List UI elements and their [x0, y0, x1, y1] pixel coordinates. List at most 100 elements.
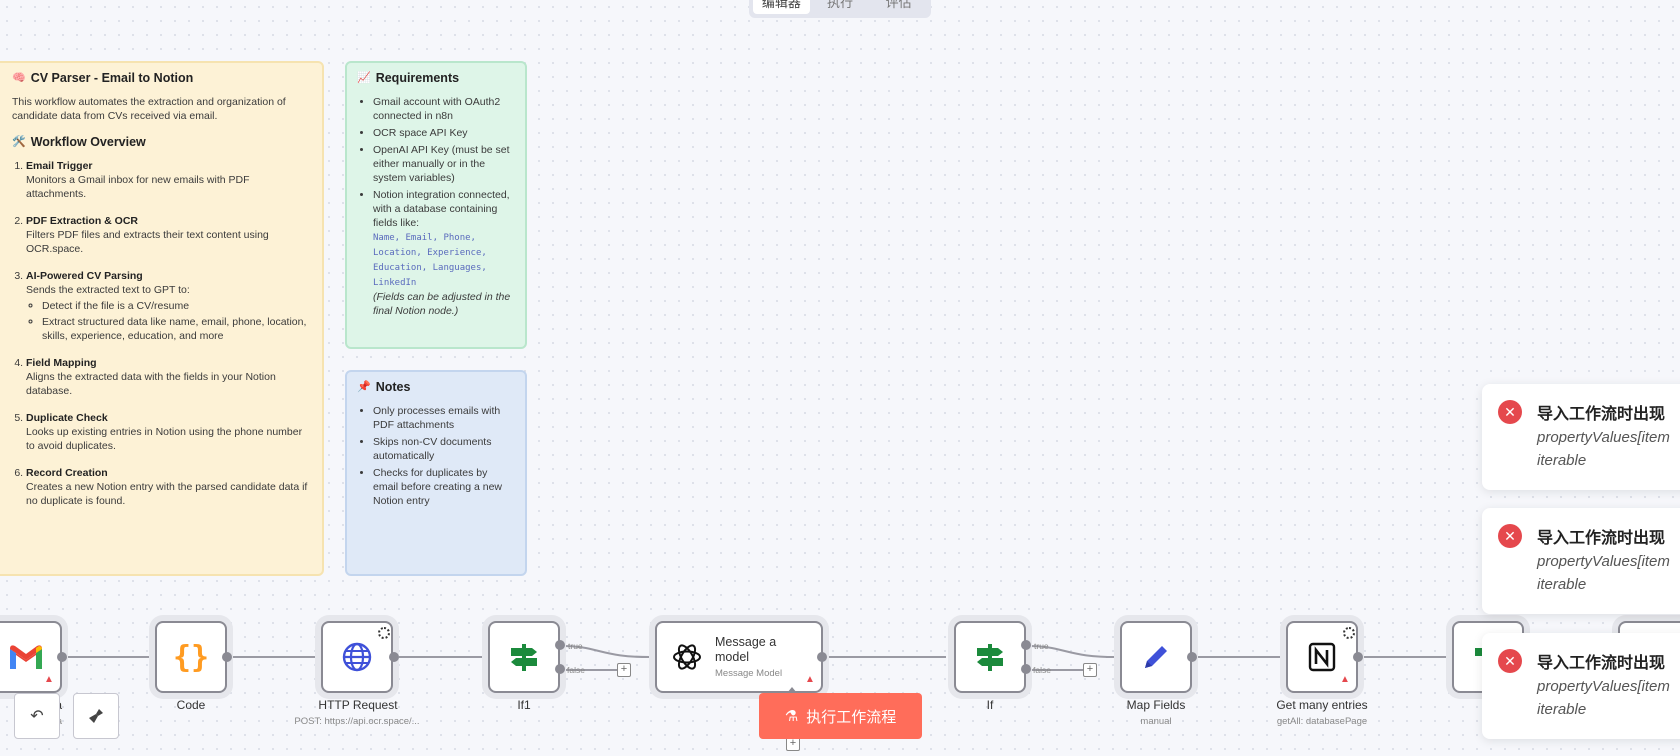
tidy-up-button[interactable] [73, 693, 119, 739]
connection[interactable] [394, 656, 488, 658]
output-port[interactable] [222, 652, 232, 662]
connection[interactable] [826, 656, 946, 658]
output-port[interactable] [389, 652, 399, 662]
output-port-false[interactable] [1021, 664, 1031, 674]
webhook-indicator-icon [378, 627, 390, 639]
input-port[interactable] [318, 649, 323, 665]
toast-message: propertyValues[item iterable [1537, 429, 1670, 469]
list-item: Extract structured data like name, email… [42, 315, 312, 343]
output-port[interactable] [1187, 652, 1197, 662]
tab-executions[interactable]: 执行 [827, 0, 854, 10]
true-branch-connection[interactable] [560, 640, 660, 662]
node-map-fields[interactable] [1120, 621, 1192, 693]
connection[interactable] [1192, 656, 1286, 658]
false-label: false [567, 665, 585, 675]
node-label: Get many entries [1276, 698, 1368, 712]
node-gmail-trigger[interactable] [0, 621, 62, 693]
pin-icon: 📌 [357, 381, 371, 393]
output-port-true[interactable] [1021, 640, 1031, 650]
connection[interactable] [228, 656, 320, 658]
execute-workflow-button[interactable]: ⚗ 执行工作流程 [759, 693, 922, 739]
sub-connector-icon [787, 687, 797, 693]
warning-icon: ▲ [805, 674, 815, 685]
list-item: Checks for duplicates by email before cr… [373, 466, 515, 508]
field-list: Name, Email, Phone, Location, Experience… [373, 233, 487, 288]
chart-icon: 📈 [357, 72, 371, 84]
node-message-a-model[interactable]: Message a model Message Model [655, 621, 823, 693]
node-code[interactable]: {} [155, 621, 227, 693]
toast-title: 导入工作流时出现 [1537, 655, 1666, 672]
execute-workflow-label: 执行工作流程 [806, 708, 897, 726]
true-branch-connection[interactable] [1026, 640, 1126, 662]
node-if1[interactable] [488, 621, 560, 693]
add-node-button[interactable]: + [1083, 663, 1097, 677]
sticky-title: Notes [375, 380, 411, 394]
true-label: true [1034, 641, 1049, 651]
input-port[interactable] [485, 649, 490, 665]
warning-icon: ▲ [44, 674, 54, 685]
input-port[interactable] [1283, 649, 1288, 665]
toast-title: 导入工作流时出现 [1537, 406, 1666, 423]
input-port[interactable] [152, 649, 157, 665]
toast-message: propertyValues[item iterable [1537, 553, 1670, 593]
list-item: Notion integration connected, with a dat… [373, 188, 515, 318]
connection[interactable] [1030, 669, 1084, 671]
add-node-button[interactable]: + [617, 663, 631, 677]
sticky-note-overview[interactable]: 🧠CV Parser - Email to Notion This workfl… [0, 61, 324, 576]
sticky-note-requirements[interactable]: 📈Requirements Gmail account with OAuth2 … [345, 61, 527, 349]
list-item: OpenAI API Key (must be set either manua… [373, 143, 515, 185]
list-item: OCR space API Key [373, 126, 515, 140]
connection[interactable] [564, 669, 618, 671]
output-port-false[interactable] [555, 664, 565, 674]
error-toast[interactable]: ✕ 导入工作流时出现 propertyValues[item iterable [1482, 384, 1680, 490]
undo-icon: ↶ [30, 708, 44, 725]
code-braces-icon: {} [172, 639, 210, 675]
list-item: Gmail account with OAuth2 connected in n… [373, 95, 515, 123]
node-label: If1 [517, 698, 531, 712]
output-port[interactable] [57, 652, 67, 662]
error-icon: ✕ [1498, 524, 1522, 548]
sticky-intro: This workflow automates the extraction a… [12, 96, 286, 122]
tab-editor[interactable]: 编辑器 [753, 0, 810, 14]
error-icon: ✕ [1498, 400, 1522, 424]
sticky-title: CV Parser - Email to Notion [30, 71, 194, 85]
input-port[interactable] [1449, 649, 1454, 665]
toast-message: propertyValues[item iterable [1537, 678, 1670, 718]
undo-button[interactable]: ↶ [14, 693, 60, 739]
input-port[interactable] [951, 649, 956, 665]
node-label: Code [176, 698, 206, 712]
tools-icon: 🛠️ [12, 136, 26, 148]
notion-icon [1308, 642, 1336, 672]
node-label: HTTP Request [318, 698, 398, 712]
broom-icon [89, 709, 103, 723]
signpost-icon [977, 644, 1003, 671]
output-port[interactable] [817, 652, 827, 662]
overview-heading: Workflow Overview [30, 135, 146, 149]
toast-title: 导入工作流时出现 [1537, 530, 1666, 547]
flask-icon: ⚗ [784, 708, 799, 725]
node-if[interactable] [954, 621, 1026, 693]
false-label: false [1033, 665, 1051, 675]
input-port[interactable] [652, 649, 657, 665]
true-label: true [568, 641, 583, 651]
list-item: Detect if the file is a CV/resume [42, 299, 312, 313]
node-subtitle: getAll: databasePage [1276, 716, 1368, 727]
tab-evaluations[interactable]: 评估 [885, 0, 912, 10]
connection[interactable] [62, 656, 154, 658]
add-node-button[interactable]: + [786, 737, 800, 751]
error-toast[interactable]: ✕ 导入工作流时出现 propertyValues[item iterable [1482, 633, 1680, 739]
error-toast[interactable]: ✕ 导入工作流时出现 propertyValues[item iterable [1482, 508, 1680, 614]
input-port[interactable] [1117, 649, 1122, 665]
output-port-true[interactable] [555, 640, 565, 650]
output-port[interactable] [1353, 652, 1363, 662]
sticky-note-notes[interactable]: 📌 Notes Only processes emails with PDF at… [345, 370, 527, 576]
connection[interactable] [1358, 656, 1452, 658]
list-item: Only processes emails with PDF attachmen… [373, 404, 515, 432]
webhook-indicator-icon [1343, 627, 1355, 639]
